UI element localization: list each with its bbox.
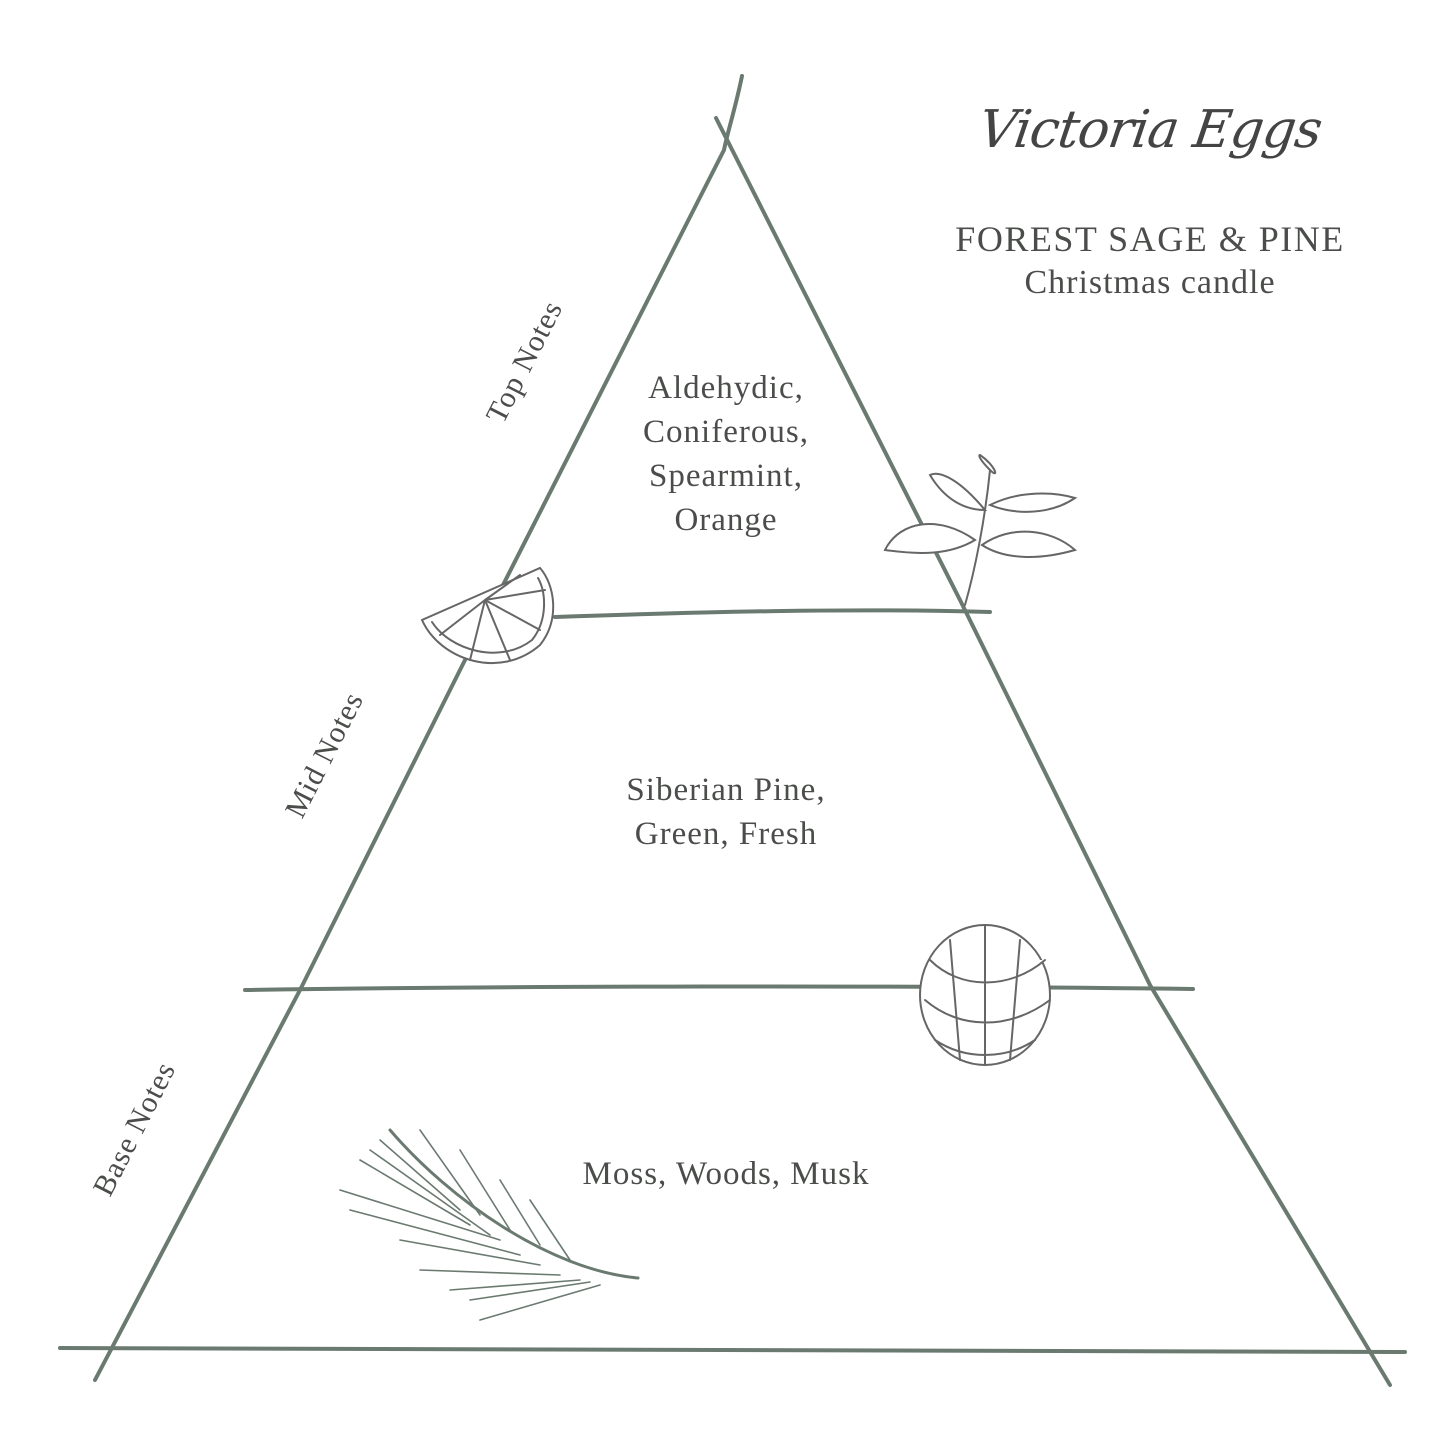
pine-cone-icon <box>919 924 1051 1066</box>
divider-mid-base <box>243 984 1195 992</box>
base-notes-list: Moss, Woods, Musk <box>582 1156 870 1192</box>
pyramid-left-edge <box>93 74 744 1382</box>
mid-notes-list: Siberian Pine, Green, Fresh <box>626 772 826 852</box>
pyramid-right-edge <box>714 116 1392 1387</box>
product-title: FOREST SAGE & PINE <box>955 219 1345 259</box>
product-subtitle: Christmas candle <box>1024 264 1276 301</box>
pyramid-base <box>58 1345 1407 1354</box>
mint-sprig-icon <box>883 453 1078 606</box>
top-notes-list: Aldehydic, Coniferous, Spearmint, Orange <box>643 370 809 538</box>
brand-logo: Victoria Eggs <box>974 100 1326 160</box>
divider-top-mid <box>553 608 992 619</box>
pine-branch-icon <box>339 1128 640 1321</box>
orange-slice-icon <box>420 566 555 664</box>
